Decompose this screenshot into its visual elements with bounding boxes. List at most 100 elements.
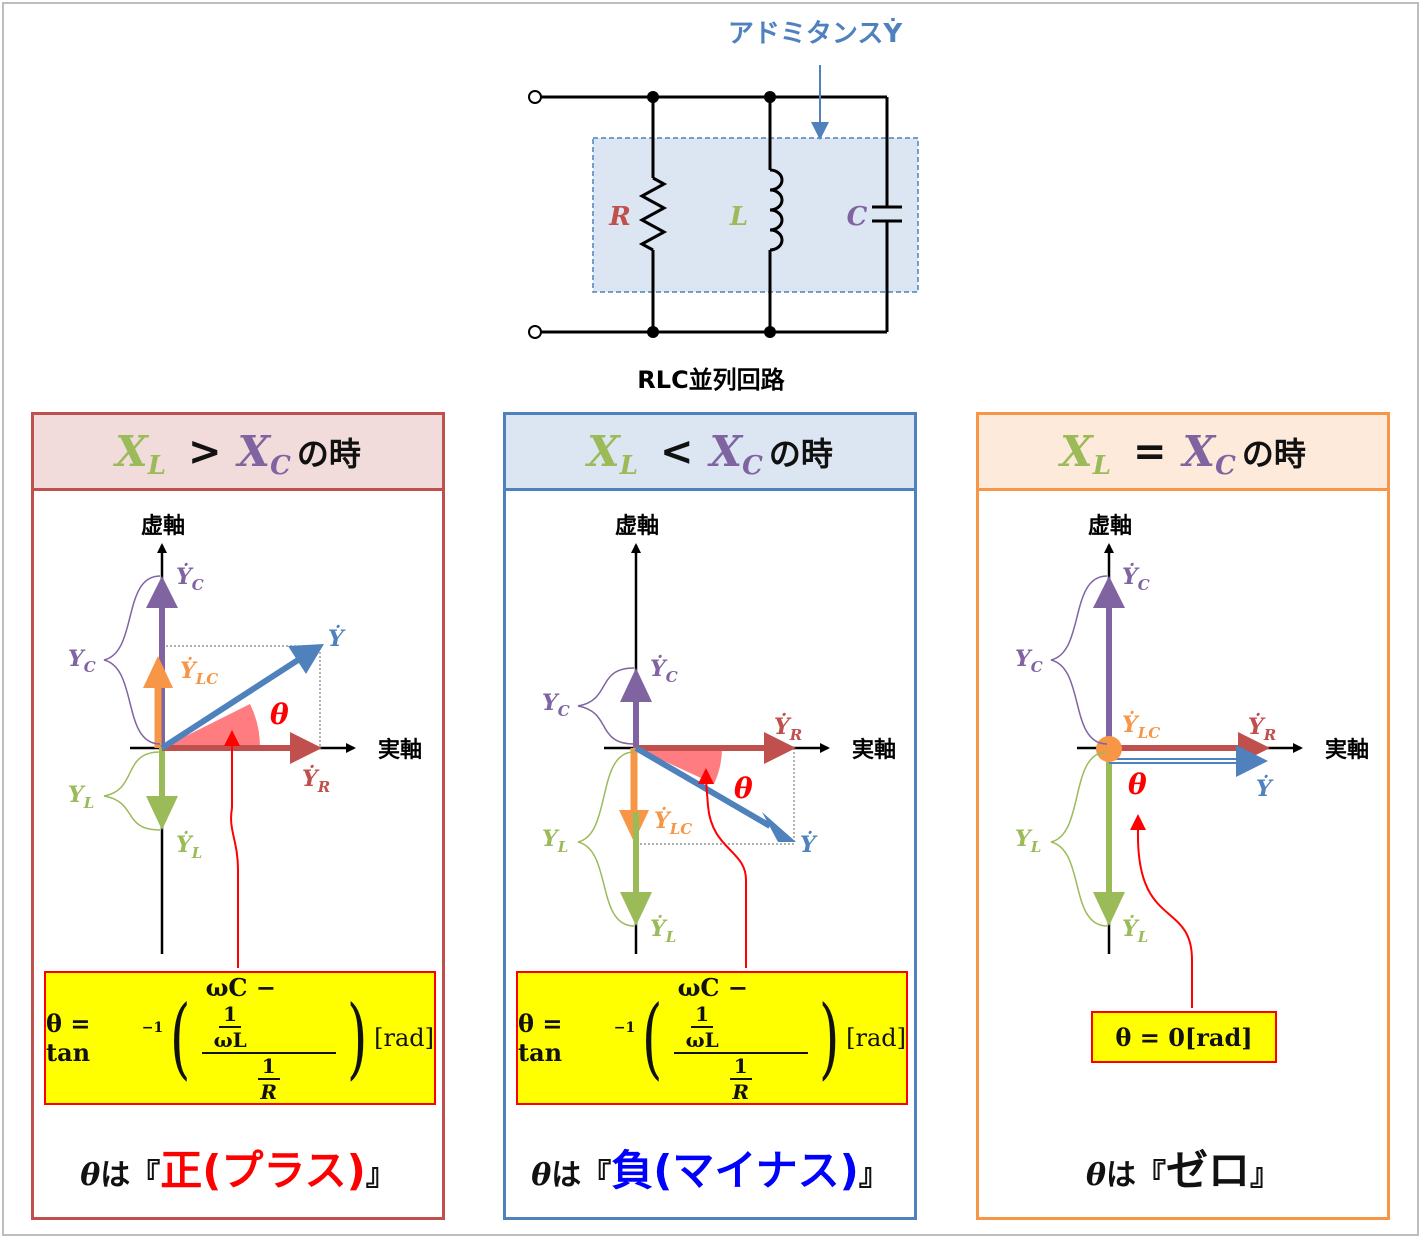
panel-header: X L = X C の時 xyxy=(979,415,1387,491)
caption-theta: θ xyxy=(531,1158,552,1193)
resistor-symbol xyxy=(638,176,668,252)
formula-paren-open: ( xyxy=(170,986,191,1089)
header-operator: > xyxy=(188,428,222,475)
header-xc: X xyxy=(709,427,743,476)
formula-paren-close: ) xyxy=(346,986,368,1089)
theta-arc xyxy=(636,748,722,784)
header-xl: X xyxy=(115,427,148,476)
header-tail: の時 xyxy=(296,434,361,473)
formula-term: ωC − xyxy=(205,972,276,1002)
formula-text: θ = 0[rad] xyxy=(1115,1022,1253,1052)
header-xl: X xyxy=(587,427,620,476)
label-yc-mag: YC xyxy=(542,690,570,720)
header-xc-sub: C xyxy=(742,450,763,481)
imag-axis-label: 虚軸 xyxy=(615,513,659,539)
formula-unit: [rad] xyxy=(846,1024,906,1052)
formula-inner-den: ωL xyxy=(685,1027,719,1052)
theta-arc xyxy=(162,704,261,748)
header-tail: の時 xyxy=(768,434,833,473)
label-theta: θ xyxy=(734,772,753,805)
ylc-point xyxy=(1096,736,1122,762)
header-tail: の時 xyxy=(1241,434,1306,473)
caption-highlight: ゼロ xyxy=(1166,1146,1251,1195)
label-yl-mag: YL xyxy=(1015,826,1041,856)
formula-numerator: ωC − 1 ωL xyxy=(673,972,808,1054)
label-y: Ẏ xyxy=(800,830,818,858)
label-yc-mag: YC xyxy=(1015,646,1043,676)
caption-end: 』 xyxy=(1250,1158,1281,1193)
formula-inner-den: ωL xyxy=(213,1027,247,1052)
header-operator: < xyxy=(660,428,694,475)
label-yc: ẎC xyxy=(1122,562,1150,594)
caption-mid: は『 xyxy=(551,1158,612,1193)
label-yr: ẎR xyxy=(1248,712,1276,744)
label-y: Ẏ xyxy=(1256,774,1274,802)
panel-caption: θは『ゼロ』 xyxy=(979,1137,1387,1198)
header-operator: = xyxy=(1133,428,1167,475)
label-c: C xyxy=(847,202,868,232)
formula-unit: [rad] xyxy=(374,1024,434,1052)
label-yl-mag: YL xyxy=(542,826,568,856)
caption-theta: θ xyxy=(1085,1158,1106,1193)
formula-lhs: θ = tan xyxy=(518,1009,563,1067)
formula-denominator: 1 R xyxy=(720,1054,761,1104)
real-axis-label: 実軸 xyxy=(1325,737,1369,763)
circuit-title: RLC並列回路 xyxy=(637,366,785,394)
formula-numerator: ωC − 1 ωL xyxy=(201,972,336,1054)
formula-den-den: R xyxy=(732,1079,749,1104)
label-yl: ẎL xyxy=(1122,914,1148,946)
vector-diagram-2: 虚軸 実軸 ẎC ẎR θ ẎLC Ẏ ẎL YC YL xyxy=(542,513,896,968)
panel-xl-equal: X L = X C の時 θ = 0[rad] θは『ゼロ』 xyxy=(976,412,1390,1220)
formula-sup: −1 xyxy=(613,1020,636,1036)
caption-mid: は『 xyxy=(100,1158,161,1193)
label-theta: θ xyxy=(270,698,289,731)
label-ylc: ẎLC xyxy=(180,656,218,688)
label-yl-mag: YL xyxy=(68,782,94,812)
formula-den-num: 1 xyxy=(729,1054,752,1080)
formula-den-den: R xyxy=(260,1079,277,1104)
imag-axis-label: 虚軸 xyxy=(141,513,185,539)
formula-box: θ = 0[rad] xyxy=(1091,1011,1277,1063)
formula-inner-num: 1 xyxy=(219,1002,242,1028)
label-theta: θ xyxy=(1128,768,1147,801)
formula-inner-fraction: 1 ωL xyxy=(682,1002,723,1052)
formula-den-num: 1 xyxy=(257,1054,280,1080)
label-yr: ẎR xyxy=(774,712,802,744)
formula-denominator: 1 R xyxy=(248,1054,289,1104)
panel-caption: θは『負(マイナス)』 xyxy=(506,1137,914,1198)
real-axis-label: 実軸 xyxy=(378,737,422,763)
label-ylc: ẎLC xyxy=(654,806,692,838)
imag-axis-label: 虚軸 xyxy=(1088,513,1132,539)
header-xc: X xyxy=(1182,427,1216,476)
formula-inner-num: 1 xyxy=(691,1002,714,1028)
caption-mid: は『 xyxy=(1106,1158,1166,1193)
label-r: R xyxy=(608,202,631,232)
caption-highlight: 負(マイナス) xyxy=(611,1146,859,1195)
rlc-circuit: アドミタンスẎ R L C RLC並列回路 xyxy=(528,17,919,394)
header-xc: X xyxy=(237,427,271,476)
caption-highlight: 正(プラス) xyxy=(160,1146,366,1195)
formula-term: ωC − xyxy=(677,972,748,1002)
caption-end: 』 xyxy=(858,1158,889,1193)
formula-den-fraction: 1 R xyxy=(728,1054,753,1104)
label-yc: ẎC xyxy=(650,654,678,686)
panel-xl-less: X L < X C の時 θ = tan −1 ( ωC − 1 ωL 1 R xyxy=(503,412,917,1220)
formula-paren-close: ) xyxy=(818,986,840,1089)
header-xl: X xyxy=(1060,427,1093,476)
panel-caption: θは『正(プラス)』 xyxy=(34,1137,442,1198)
panel-header: X L > X C の時 xyxy=(34,415,442,491)
real-axis-label: 実軸 xyxy=(852,737,896,763)
panel-xl-greater: X L > X C の時 θ = tan −1 ( ωC − 1 ωL 1 R xyxy=(31,412,445,1220)
admittance-region xyxy=(592,137,919,293)
formula-paren-open: ( xyxy=(642,986,663,1089)
vector-diagram-3: 虚軸 実軸 ẎC ẎLC ẎR θ Ẏ ẎL YC YL xyxy=(1015,513,1369,1008)
header-xl-sub: L xyxy=(147,450,167,481)
formula-lhs: θ = tan xyxy=(46,1009,91,1067)
caption-theta: θ xyxy=(80,1158,101,1193)
formula-box: θ = tan −1 ( ωC − 1 ωL 1 R ) [rad] xyxy=(516,971,908,1105)
panel-header: X L < X C の時 xyxy=(506,415,914,491)
terminal-top xyxy=(528,90,542,104)
label-yl: ẎL xyxy=(176,830,202,862)
